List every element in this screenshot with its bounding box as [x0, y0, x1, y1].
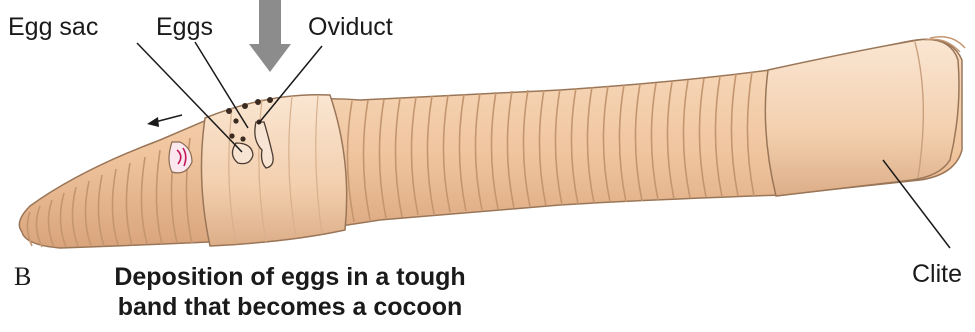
panel-letter: B [14, 264, 31, 290]
label-egg-sac: Egg sac [8, 15, 98, 40]
direction-arrow-icon [147, 115, 182, 127]
label-oviduct: Oviduct [308, 15, 393, 40]
egg-band [201, 95, 346, 246]
label-clitellum: Clite [912, 262, 962, 287]
clitellum [765, 39, 959, 196]
downward-arrow-icon [249, 0, 291, 72]
caption-line-2: band that becomes a cocoon [70, 292, 510, 322]
label-eggs: Eggs [156, 15, 213, 40]
caption: Deposition of eggs in a tough band that … [70, 262, 510, 322]
caption-line-1: Deposition of eggs in a tough [70, 262, 510, 292]
